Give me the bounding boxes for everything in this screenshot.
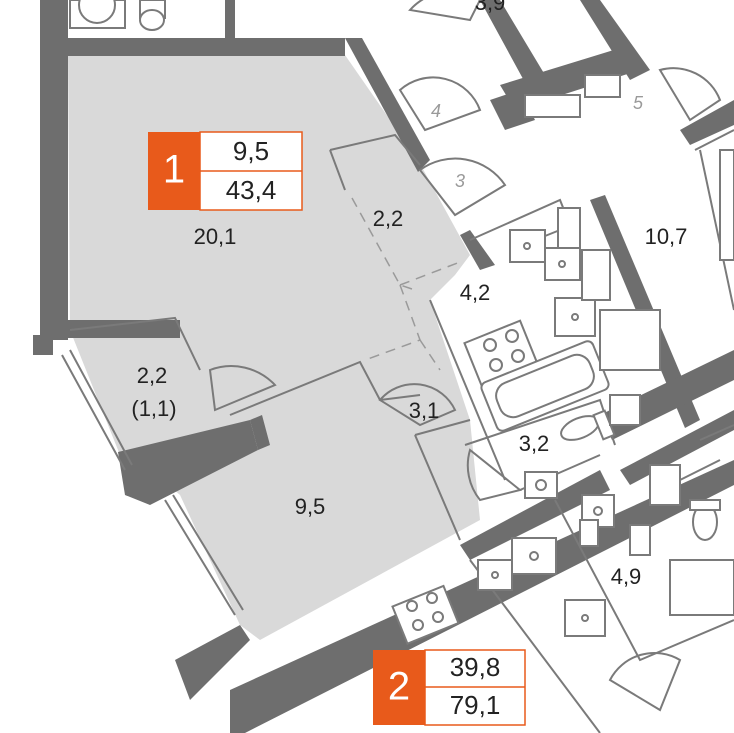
total-area: 43,4	[226, 175, 277, 205]
apartment-number: 1	[163, 148, 185, 192]
room-area-corridor: 3,1	[409, 398, 440, 423]
room-area-balcony: 2,2	[137, 363, 168, 388]
zone-dividers	[351, 197, 461, 371]
kitchen-units	[477, 229, 606, 637]
door-icon	[466, 448, 523, 502]
room-area-top-room: 3,9	[475, 0, 506, 15]
apartment-1-badge[interactable]: 1 9,5 43,4	[148, 131, 303, 211]
sink-icon	[511, 537, 557, 575]
room-area-neighbor-hall: 10,7	[645, 224, 688, 249]
walls	[33, 0, 734, 733]
living-area: 39,8	[450, 652, 501, 682]
badge-number-box	[373, 650, 425, 725]
room-area-bedroom: 9,5	[295, 494, 326, 519]
washing-machine-icon	[69, 0, 126, 29]
common-area-4: 4	[431, 101, 441, 121]
shafts	[524, 74, 734, 616]
door-icon	[408, 0, 482, 22]
toilet-icon	[560, 409, 616, 441]
room-area-living-room: 20,1	[194, 224, 237, 249]
apartment-2-badge[interactable]: 2 39,8 79,1	[373, 649, 526, 726]
common-area-5: 5	[633, 93, 644, 113]
doors	[208, 0, 722, 712]
door-icon	[418, 157, 507, 217]
partitions	[69, 129, 734, 733]
room-area-kitchen: 4,2	[460, 280, 491, 305]
stove-icon	[391, 584, 460, 645]
room-area-hall: 2,2	[373, 206, 404, 231]
balcony-glazing	[61, 349, 244, 616]
sink-icon	[524, 471, 558, 499]
common-area-3: 3	[455, 171, 465, 191]
living-area: 9,5	[233, 136, 269, 166]
room-area-neighbor-bath: 4,9	[611, 564, 642, 589]
door-icon	[398, 76, 482, 132]
apartment-number: 2	[388, 665, 410, 709]
door-icon	[608, 652, 682, 712]
badge-number-box	[148, 132, 200, 210]
door-icon	[378, 383, 457, 427]
room-labels: 20,1 2,2 4,2 2,2 (1,1) 3,1 3,2 9,5 10,7 …	[131, 0, 687, 589]
toilet-icon	[139, 0, 166, 31]
common-area-numbers: 3 4 5	[431, 93, 644, 191]
fixtures	[69, 0, 734, 645]
door-icon	[658, 67, 722, 122]
total-area: 79,1	[450, 690, 501, 720]
door-icon	[208, 365, 277, 412]
room-area-balcony-reduced: (1,1)	[131, 396, 176, 421]
toilet-icon	[689, 499, 721, 541]
room-area-bathroom: 3,2	[519, 431, 550, 456]
